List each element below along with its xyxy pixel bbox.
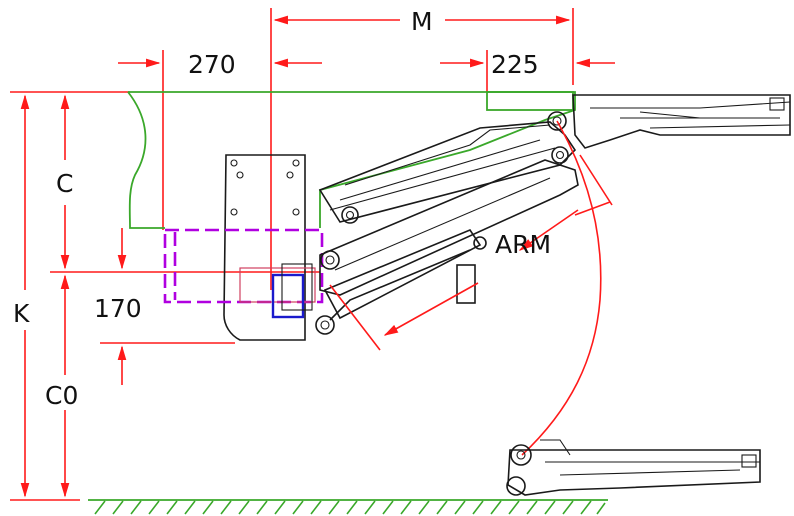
mounting-bracket — [223, 154, 306, 341]
dimension-c-label: C — [56, 169, 73, 198]
lowered-tool — [506, 439, 761, 496]
dimension-arm — [329, 209, 579, 351]
ground-line — [88, 499, 608, 515]
raised-tool — [572, 94, 791, 149]
dimension-270-label: 270 — [188, 50, 236, 79]
dimension-225-label: 225 — [491, 50, 539, 79]
dimension-225 — [440, 50, 615, 92]
dimension-m — [270, 8, 574, 290]
dimension-270 — [118, 50, 322, 230]
dimension-m-label: M — [411, 7, 433, 36]
dimension-170-label: 170 — [94, 294, 142, 323]
carriage-inner — [239, 263, 316, 319]
carriage-outline — [163, 228, 324, 304]
dimension-170 — [100, 228, 235, 385]
dimension-c0-label: C0 — [45, 381, 78, 410]
swing-arc — [521, 120, 613, 456]
dimension-k — [10, 91, 80, 501]
boom-arm — [315, 111, 579, 335]
dimension-c — [50, 91, 130, 270]
dimension-k-label: K — [13, 299, 30, 328]
arm-label: ARM — [495, 230, 551, 259]
dimension-c0 — [50, 271, 320, 498]
